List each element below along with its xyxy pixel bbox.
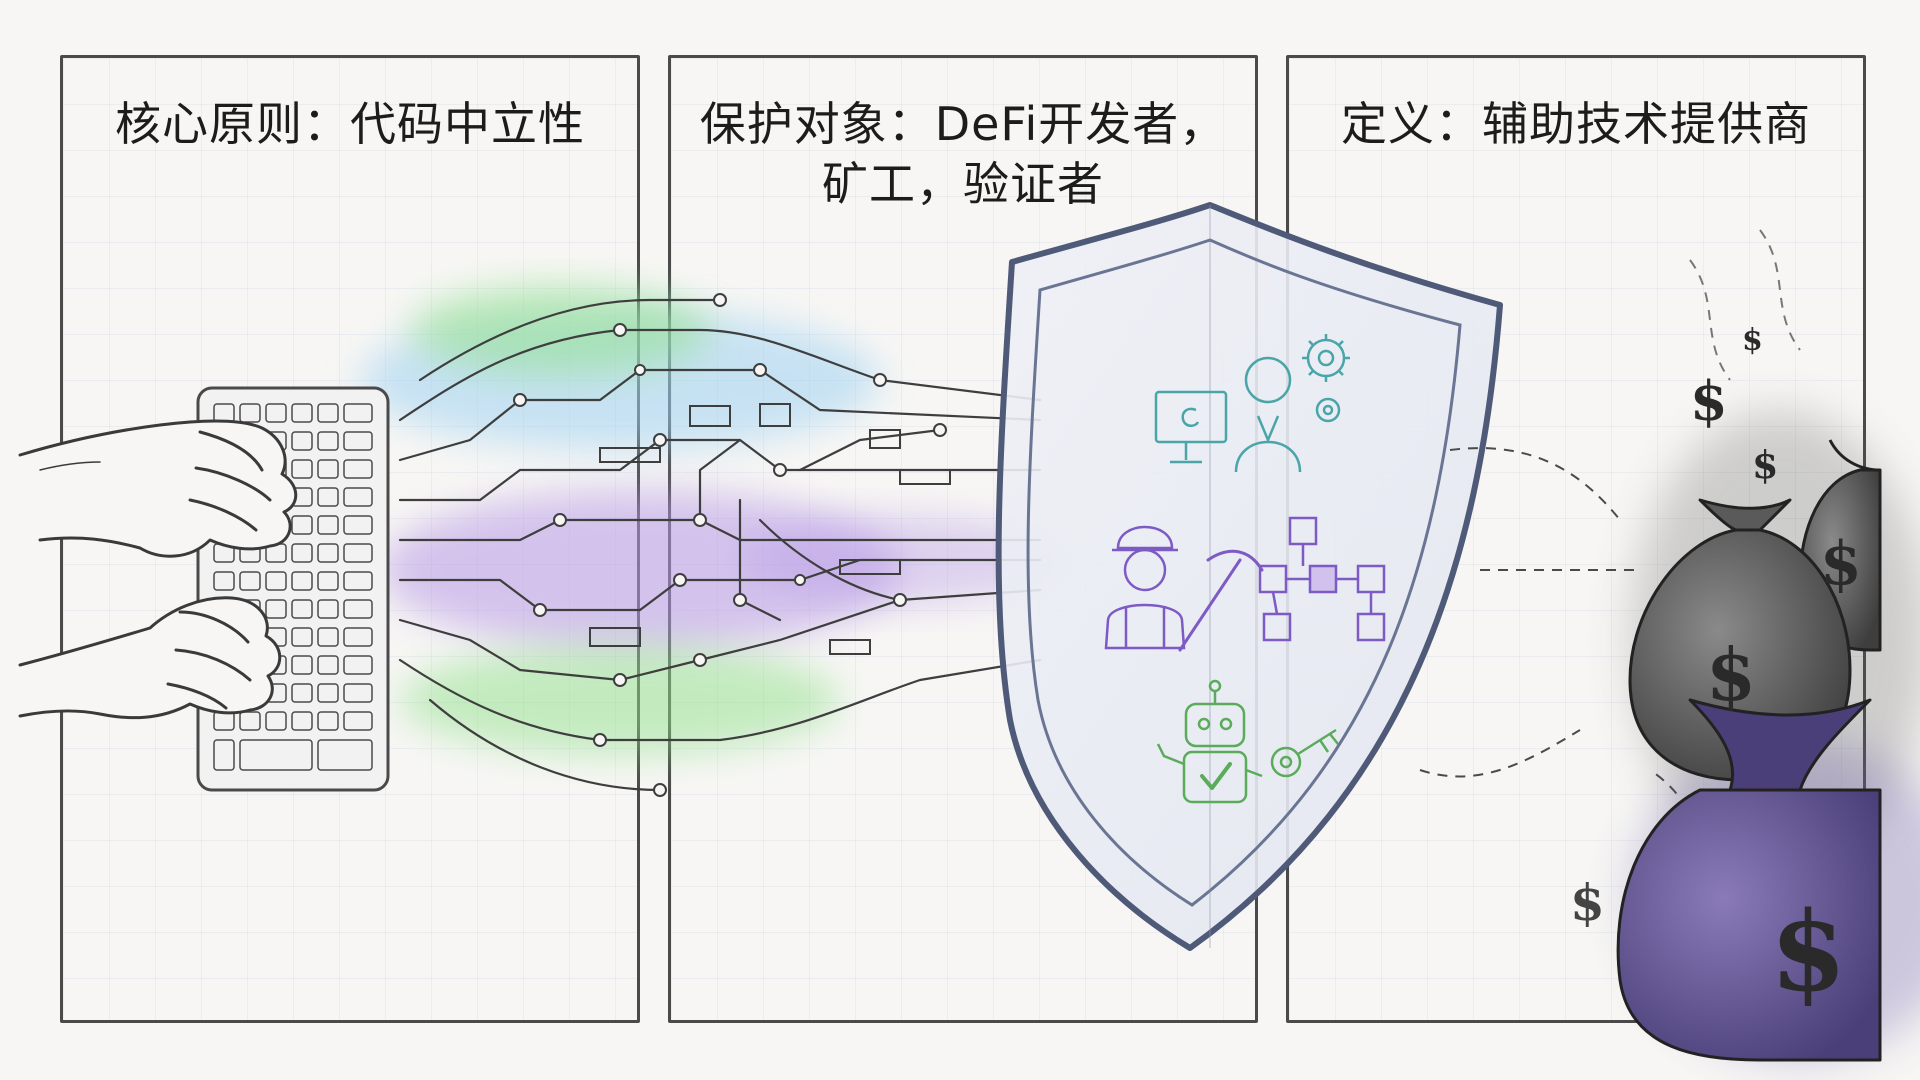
miner-icon: [1104, 525, 1186, 650]
circuit-nodes: [513, 293, 947, 797]
key-icon: [1270, 728, 1339, 778]
dollar-sign-1: $: [1690, 369, 1728, 433]
hands-typing-icon: [18, 419, 298, 720]
robot-validator-icon: [1156, 679, 1263, 804]
panel-title-middle-line1: 保护对象：DeFi开发者，: [699, 97, 1227, 151]
money-bag-icon: [1616, 439, 1882, 1062]
blockchain-icon: [1258, 516, 1386, 642]
dollar-sign-7: $: [1570, 873, 1605, 932]
pickaxe-icon: [1178, 549, 1264, 652]
chip-blocks: [589, 403, 951, 655]
dollar-sign-icon: $ $ $ $ $ $ $: [1570, 323, 1862, 1016]
dollar-sign-4: $: [1820, 529, 1862, 599]
gear-icon: [1302, 334, 1350, 423]
panel-title-middle-line2: 矿工，验证者: [822, 157, 1104, 211]
circuit-traces-icon: [398, 298, 1042, 792]
panel-title-middle: 保护对象：DeFi开发者， 矿工，验证者: [671, 94, 1255, 214]
dashed-flow-arrows: [1419, 229, 1801, 861]
data-stream-glow: [360, 285, 1060, 755]
dollar-sign-6: $: [1770, 887, 1847, 1016]
panel-title-right: 定义：辅助技术提供商: [1341, 97, 1811, 151]
dollar-sign-2: $: [1752, 442, 1778, 487]
panel-title-left: 核心原则：代码中立性: [115, 97, 585, 151]
dollar-sign-3: $: [1742, 323, 1763, 358]
dollar-sign-5: $: [1706, 632, 1756, 717]
checkmark-icon: [1200, 762, 1232, 790]
developer-icon: [1154, 356, 1302, 473]
shield-icon: [995, 202, 1503, 951]
